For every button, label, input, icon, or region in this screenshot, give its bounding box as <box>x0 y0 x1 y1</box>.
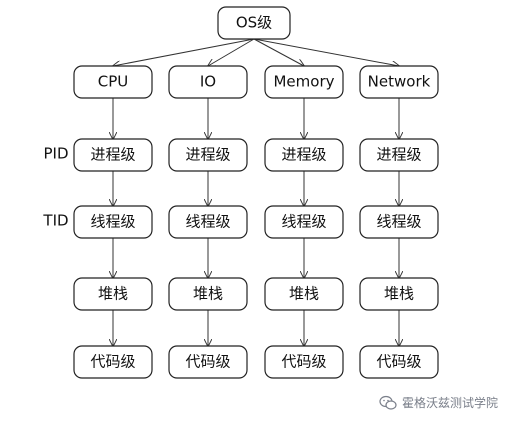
edge-root-to-cpu <box>113 38 255 66</box>
watermark: 霍格沃兹测试学院 <box>379 394 498 411</box>
node-memory-level-2: 线程级 <box>264 205 344 239</box>
node-memory-level-3-label: 堆栈 <box>289 285 319 303</box>
node-cpu: CPU <box>73 65 153 99</box>
node-memory-level-4: 代码级 <box>264 345 344 379</box>
node-cpu-level-2-label: 线程级 <box>90 213 135 231</box>
node-network-level-2-label: 线程级 <box>376 213 421 231</box>
node-cpu-label: CPU <box>98 73 129 91</box>
node-cpu-level-1-label: 进程级 <box>90 146 135 164</box>
node-cpu-level-4: 代码级 <box>73 345 153 379</box>
node-io-level-1-label: 进程级 <box>185 146 230 164</box>
node-memory-level-3: 堆栈 <box>264 277 344 311</box>
node-network-level-1: 进程级 <box>359 138 439 172</box>
node-network-level-1-label: 进程级 <box>376 146 421 164</box>
node-io-level-3-label: 堆栈 <box>193 285 223 303</box>
node-cpu-level-4-label: 代码级 <box>90 353 135 371</box>
node-memory-level-4-label: 代码级 <box>281 353 326 371</box>
root-node-label: OS级 <box>236 14 272 32</box>
node-network-level-2: 线程级 <box>359 205 439 239</box>
node-cpu-level-1: 进程级 <box>73 138 153 172</box>
node-io-level-4: 代码级 <box>168 345 248 379</box>
node-memory-level-2-label: 线程级 <box>281 213 326 231</box>
edge-root-to-io <box>208 38 255 66</box>
node-io: IO <box>168 65 248 99</box>
node-io-level-1: 进程级 <box>168 138 248 172</box>
node-io-level-4-label: 代码级 <box>185 353 230 371</box>
row-label-pid: PID <box>43 145 68 163</box>
row-label-tid: TID <box>42 212 68 230</box>
node-io-label: IO <box>200 73 216 91</box>
watermark-text: 霍格沃兹测试学院 <box>401 396 498 410</box>
edge-root-to-memory <box>253 38 304 66</box>
node-io-level-2: 线程级 <box>168 205 248 239</box>
edges-layer <box>113 38 399 346</box>
node-network-label: Network <box>368 73 431 91</box>
node-cpu-level-3: 堆栈 <box>73 277 153 311</box>
node-io-level-2-label: 线程级 <box>185 213 230 231</box>
node-network-level-4: 代码级 <box>359 345 439 379</box>
node-cpu-level-3-label: 堆栈 <box>98 285 128 303</box>
node-network-level-4-label: 代码级 <box>376 353 421 371</box>
node-cpu-level-2: 线程级 <box>73 205 153 239</box>
node-memory-label: Memory <box>273 73 334 91</box>
edge-root-to-network <box>253 38 399 66</box>
row-labels: PID TID <box>42 145 68 230</box>
node-memory: Memory <box>264 65 344 99</box>
node-memory-level-1-label: 进程级 <box>281 146 326 164</box>
wechat-logo-icon <box>379 395 397 410</box>
node-io-level-3: 堆栈 <box>168 277 248 311</box>
node-network-level-3-label: 堆栈 <box>384 285 414 303</box>
node-network: Network <box>359 65 439 99</box>
node-network-level-3: 堆栈 <box>359 277 439 311</box>
node-memory-level-1: 进程级 <box>264 138 344 172</box>
root-node: OS级 <box>217 6 291 40</box>
